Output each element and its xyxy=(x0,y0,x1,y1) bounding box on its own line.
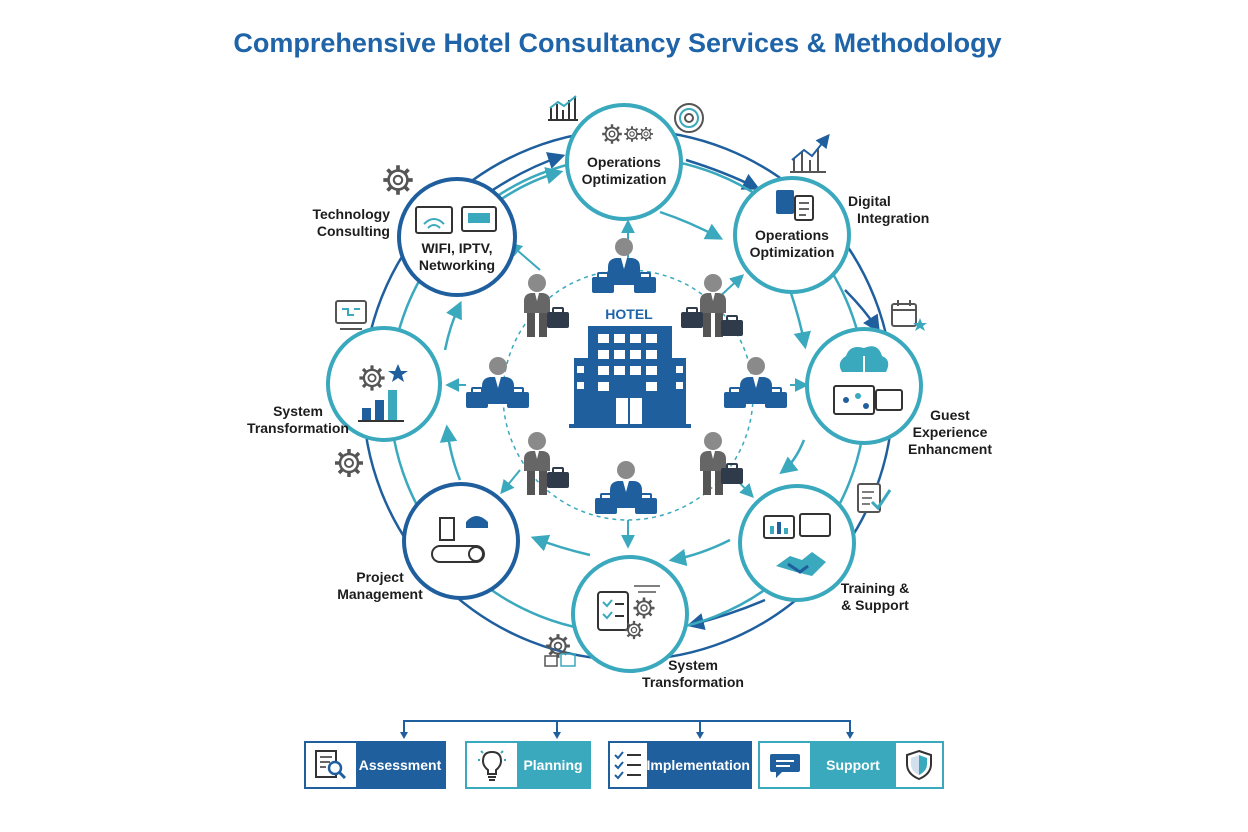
node-upper-right-line2: Optimization xyxy=(749,244,835,260)
node-top-line1: Operations xyxy=(587,154,661,170)
label-guest-experience: Guest Experience Enhancment xyxy=(895,407,1005,458)
hotel-building-icon xyxy=(569,326,691,428)
node-upper-right xyxy=(733,176,851,294)
step-assessment[interactable]: Assessment xyxy=(304,741,446,789)
label-training-support-line2: & Support xyxy=(841,597,909,613)
step-assessment-label: Assessment xyxy=(356,743,444,787)
label-project-management: Project Management xyxy=(320,569,440,603)
chat-bubble-icon xyxy=(760,743,810,787)
step-support[interactable]: Support xyxy=(758,741,944,789)
label-system-transformation-left-line2: Transformation xyxy=(247,420,349,436)
label-guest-experience-line1: Guest xyxy=(930,407,970,423)
label-training-support-line1: Training & xyxy=(840,580,910,596)
label-digital-integration-line1: Digital xyxy=(848,193,891,209)
step-planning[interactable]: Planning xyxy=(465,741,591,789)
clipboard-check-icon xyxy=(857,483,892,513)
label-training-support: Training & & Support xyxy=(820,580,930,614)
label-system-transformation-bottom: System Transformation xyxy=(628,657,758,691)
node-upper-right-line1: Operations xyxy=(755,227,829,243)
label-project-management-line2: Management xyxy=(337,586,423,602)
step-support-label: Support xyxy=(810,743,896,787)
label-technology-consulting: Technology Consulting xyxy=(290,206,390,240)
node-lower-left xyxy=(402,482,520,600)
node-upper-left-line2: Networking xyxy=(418,257,496,273)
checklist-icon xyxy=(610,743,647,787)
node-upper-right-text: Operations Optimization xyxy=(742,227,842,261)
label-project-management-line1: Project xyxy=(356,569,404,585)
label-digital-integration: Digital Integration xyxy=(848,193,948,227)
label-system-transformation-bottom-line2: Transformation xyxy=(642,674,744,690)
label-technology-consulting-line1: Technology xyxy=(312,206,390,222)
calendar-star-icon xyxy=(891,300,927,331)
node-upper-left-text: WIFI, IPTV, Networking xyxy=(407,240,507,274)
node-lower-right xyxy=(738,484,856,602)
node-top-text: Operations Optimization xyxy=(574,154,674,188)
gear-icon-lower-left xyxy=(333,447,365,479)
devices-icon-bottom xyxy=(544,653,576,667)
monitor-icon-left xyxy=(335,300,367,330)
shield-icon xyxy=(896,743,942,787)
node-upper-left xyxy=(397,177,517,297)
label-technology-consulting-line2: Consulting xyxy=(316,223,390,239)
gear-icon-upper-left xyxy=(381,163,415,197)
label-guest-experience-line3: Enhancment xyxy=(907,441,992,457)
chart-up-icon-top xyxy=(548,95,578,121)
label-system-transformation-left: System Transformation xyxy=(228,403,368,437)
step-implementation[interactable]: Implementation xyxy=(608,741,752,789)
page-title: Comprehensive Hotel Consultancy Services… xyxy=(233,28,1002,58)
node-upper-left-line1: WIFI, IPTV, xyxy=(421,240,493,256)
label-system-transformation-bottom-line1: System xyxy=(668,657,718,673)
node-right xyxy=(805,327,923,445)
node-bottom xyxy=(571,555,689,673)
label-guest-experience-line2: Experience xyxy=(912,424,988,440)
step-planning-label: Planning xyxy=(517,743,589,787)
lightbulb-icon xyxy=(467,743,517,787)
target-icon xyxy=(674,103,704,133)
chart-up-icon-right xyxy=(790,133,830,173)
document-search-icon xyxy=(306,743,356,787)
step-implementation-label: Implementation xyxy=(646,743,750,787)
label-system-transformation-left-line1: System xyxy=(273,403,323,419)
label-digital-integration-line2: Integration xyxy=(857,210,930,226)
node-top xyxy=(565,103,683,221)
steps-connector xyxy=(403,720,851,734)
hotel-label: HOTEL xyxy=(605,306,653,322)
node-top-line2: Optimization xyxy=(581,171,667,187)
node-left xyxy=(326,326,442,442)
